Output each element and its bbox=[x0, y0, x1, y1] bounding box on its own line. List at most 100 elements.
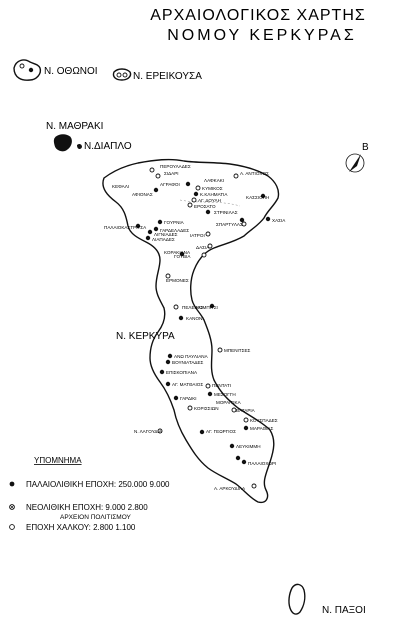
site-bronze-marker bbox=[241, 221, 247, 227]
site-neolithic-marker bbox=[122, 72, 128, 78]
region-boundary bbox=[179, 199, 241, 207]
ereikousa-label: Ν. ΕΡΕΙΚΟΥΣΑ bbox=[133, 71, 202, 82]
site-paleolithic-marker bbox=[173, 395, 179, 401]
site-label: ΑΓ. ΓΕΩΡΓΙΟΣ bbox=[206, 429, 236, 434]
site-paleolithic-marker bbox=[205, 209, 211, 215]
site-bronze-marker bbox=[251, 483, 257, 489]
site-labels: ΠΕΡΟΥΛΑΔΕΣ ΣΙΔΑΡΙ Α. ΑΝΤΙΟΧΟΣ ΛΑΦΚΑΚΙ ΚΕ… bbox=[104, 164, 286, 491]
kerkyra-label: Ν. ΚΕΡΚΥΡΑ bbox=[116, 331, 175, 342]
site-bronze-marker bbox=[157, 428, 163, 434]
site-bronze-marker bbox=[205, 231, 211, 237]
site-paleolithic-marker bbox=[153, 187, 159, 193]
site-label: ΠΑΛΑΙΟΚΑΣΤΡΙΤΣΑ bbox=[104, 225, 147, 230]
site-paleolithic-marker bbox=[241, 459, 247, 465]
site-label: Ν. ΛΑΓΟΥΔΙΑ bbox=[134, 429, 163, 434]
site-label: ΚΥΜΙΚΟΣ bbox=[202, 186, 223, 191]
site-paleolithic-marker bbox=[157, 219, 163, 225]
site-paleolithic-marker bbox=[199, 429, 205, 435]
compass-rose: B bbox=[345, 142, 369, 173]
site-label: ΚΟΜΠΙΤΣΙ bbox=[196, 305, 218, 310]
site-neolithic-marker bbox=[231, 407, 237, 413]
site-label: ΑΝΩ ΠΑΥΛΙΑΝΑ bbox=[174, 354, 209, 359]
site-label: ΜΠΕΝΙΤΣΕΣ bbox=[224, 348, 251, 353]
diaplo-island bbox=[77, 143, 82, 150]
site-label: ΕΡΟΣΑΤΟ bbox=[194, 204, 216, 209]
legend: ΥΠΟΜΝΗΜΑ ΠΑΛΑΙΟΛΙΘΙΚΗ ΕΠΟΧΗ: 250.000 9.0… bbox=[9, 456, 170, 532]
site-label: ΣΠΑΡΤΥΛΑΣ bbox=[216, 222, 243, 227]
site-label: ΚΟΡΑΚΙΑΝΑ bbox=[164, 250, 191, 255]
mathraki-label: Ν. ΜΑΘΡΑΚΙ bbox=[46, 121, 103, 132]
site-neolithic-marker bbox=[217, 347, 223, 353]
site-neolithic-marker bbox=[195, 185, 201, 191]
site-bronze-marker bbox=[155, 173, 161, 179]
site-label: ΠΕΡΟΥΛΑΔΕΣ bbox=[160, 164, 191, 169]
site-paleolithic-marker bbox=[260, 193, 266, 199]
site-paleolithic-marker bbox=[153, 226, 159, 232]
site-paleolithic-marker bbox=[165, 381, 171, 387]
legend-heading: ΥΠΟΜΝΗΜΑ bbox=[34, 456, 82, 465]
site-label: ΜΟΡΑΪΤΙΚΑ bbox=[216, 399, 242, 405]
site-label: ΒΟΥΝΙΑΤΑΔΕΣ bbox=[172, 360, 204, 365]
site-label: ΚΕΦΑΛΙ bbox=[112, 184, 129, 189]
site-paleolithic-marker bbox=[147, 229, 153, 235]
site-label: ΚΟΡΙΣΣΙΩΝ bbox=[194, 406, 219, 411]
site-bronze-marker bbox=[187, 202, 193, 208]
site-paleolithic-marker bbox=[145, 235, 151, 241]
map-title-line2: ΝΟΜΟΥ ΚΕΡΚΥΡΑΣ bbox=[167, 27, 357, 44]
site-label: ΚΟΥΣΠΑΔΕΣ bbox=[250, 418, 278, 423]
paxoi-island bbox=[288, 583, 306, 615]
site-paleolithic-marker bbox=[165, 359, 171, 365]
site-paleolithic-marker bbox=[179, 251, 185, 257]
legend-bronze-text: ΕΠΟΧΗ ΧΑΛΚΟΥ: 2.800 1.100 bbox=[26, 523, 136, 532]
site-label: ΛΕΥΚΙΜΜΗ bbox=[236, 444, 261, 449]
site-label: ΓΟΥΡΝΙΑ bbox=[164, 220, 185, 225]
site-label: ΕΠΙΣΚΟΠΙΑΝΑ bbox=[166, 370, 198, 375]
site-bronze-marker bbox=[19, 63, 25, 69]
legend-neolithic-text: ΝΕΟΛΙΘΙΚΗ ΕΠΟΧΗ: 9.000 2.800 bbox=[26, 503, 148, 512]
site-paleolithic-marker bbox=[167, 353, 173, 359]
site-label: ΜΕΣΟΓΓΗ bbox=[214, 392, 236, 397]
site-label: ΠΑΛΑΙΟΧΩΡΙ bbox=[248, 461, 276, 466]
diaplo-label: Ν.ΔΙΑΠΛΟ bbox=[84, 141, 132, 152]
othonoi-label: Ν. ΟΘΩΝΟΙ bbox=[44, 66, 98, 77]
site-paleolithic-marker bbox=[265, 216, 271, 222]
site-neolithic-marker bbox=[201, 252, 207, 258]
site-bronze-marker bbox=[165, 273, 171, 279]
site-label: ΣΤΡΙΝΙΛΑΣ bbox=[214, 210, 238, 215]
site-paleolithic-marker bbox=[178, 315, 184, 321]
map-title-line1: ΑΡΧΑΙΟΛΟΓΙΚΟΣ ΧΑΡΤΗΣ bbox=[150, 7, 366, 24]
compass-north-label: B bbox=[362, 142, 369, 153]
mathraki-island bbox=[53, 134, 72, 152]
site-label: ΑΓΡΑΦΟΙ bbox=[160, 182, 180, 187]
site-paleolithic-marker bbox=[28, 67, 34, 73]
site-bronze-marker bbox=[187, 405, 193, 411]
site-markers bbox=[135, 167, 271, 489]
site-paleolithic-marker bbox=[207, 391, 213, 397]
site-label: Α. ΑΝΤΙΟΧΟΣ bbox=[240, 171, 269, 176]
site-label: ΑΓ. ΜΑΤΘΑΙΟΣ bbox=[172, 382, 203, 387]
site-neolithic-marker bbox=[233, 173, 239, 179]
site-label: ΜΑΡΑΘΙΑΣ bbox=[250, 426, 273, 431]
site-neolithic-marker bbox=[191, 197, 197, 203]
site-label: Κ.ΚΛΗΜΑΤΙΑ bbox=[200, 192, 228, 197]
site-neolithic-marker bbox=[173, 304, 179, 310]
site-neolithic-marker bbox=[149, 167, 155, 173]
legend-paleolithic-text: ΠΑΛΑΙΟΛΙΘΙΚΗ ΕΠΟΧΗ: 250.000 9.000 bbox=[26, 480, 170, 489]
site-paleolithic-marker bbox=[239, 217, 245, 223]
site-paleolithic-marker bbox=[235, 455, 241, 461]
site-label: ΒΑΤΑΡΙΑ bbox=[236, 408, 256, 413]
legend-bronze-marker bbox=[9, 524, 15, 530]
site-label: ΓΑΡΔΙΚΙ bbox=[180, 396, 197, 401]
site-paleolithic-marker bbox=[159, 369, 165, 375]
site-label: Α. ΑΡΚΟΥΔΙΛΑ bbox=[214, 486, 246, 491]
site-label: ΓΑΡΔΕΛΑΔΕΣ bbox=[160, 228, 189, 233]
paxoi-label: Ν. ΠΑΞΟΙ bbox=[322, 605, 366, 616]
site-paleolithic-marker bbox=[135, 223, 141, 229]
site-label: ΣΙΔΑΡΙ bbox=[164, 171, 179, 176]
site-label: ΚΑΣΣΙΟΠΗ bbox=[246, 195, 269, 200]
site-label: ΔΑΣΙΑ bbox=[196, 245, 210, 250]
site-label: ΠΕΛΕΚΑΣ bbox=[182, 305, 204, 310]
ereikousa-island bbox=[112, 68, 132, 81]
site-paleolithic-marker bbox=[243, 425, 249, 431]
